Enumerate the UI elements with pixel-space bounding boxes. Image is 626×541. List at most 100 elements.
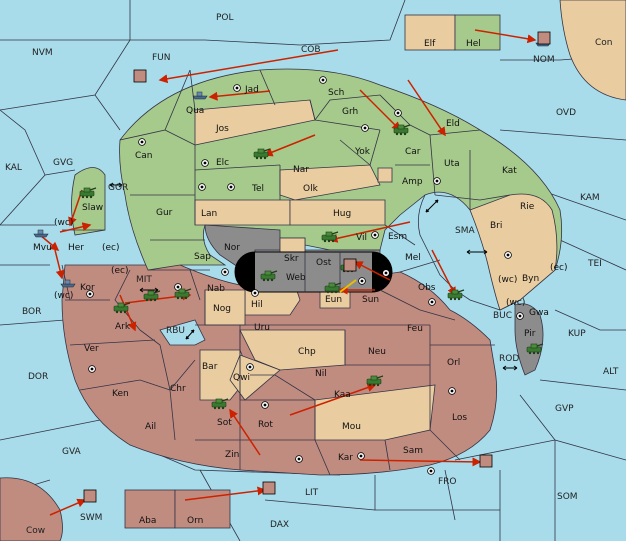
region-elf[interactable] [404,14,456,51]
land-label: Amp [402,177,423,187]
land-label: Hel [466,39,481,49]
land-label: Nog [213,304,231,314]
region-orn[interactable] [174,489,231,529]
land-label: Neu [368,347,386,357]
land-label: Kor [80,283,95,293]
sea-label: LIT [305,488,319,498]
land-label: Ail [145,422,156,432]
land-label: Bar [202,362,218,372]
sea-label: GVG [53,158,73,168]
land-label: Zin [225,450,239,460]
land-label: Ost [316,258,332,268]
land-label: Nil [315,369,327,379]
land-label: Jos [215,124,229,134]
land-label: Nar [293,165,309,175]
land-label: Kaa [334,390,351,400]
land-label: Mou [342,422,361,432]
land-label: Qua [186,106,204,116]
land-label: Sch [328,88,344,98]
land-label: Feu [407,324,423,334]
land-label: Tel [251,184,264,194]
sea-label: DAX [270,520,289,530]
sea-labels: POL NVM FUN COB NOM Con OVD KAL GVG GOR … [5,13,619,536]
land-label: Aba [139,516,156,526]
sea-label: SMA [455,226,475,236]
sea-label: KAL [5,163,22,173]
land-label: Orl [447,358,460,368]
land-label: Chr [170,384,186,394]
coast-label: (wc) [54,218,73,228]
sea-label: NVM [32,48,53,58]
land-label: Eld [446,119,460,129]
sea-label: ROD [499,354,519,364]
land-label: Elc [216,158,229,168]
sea-label: SWM [80,513,102,523]
region-pir[interactable] [514,303,544,376]
land-label: Byn [522,274,539,284]
land-label: Her [68,243,84,253]
land-label: Chp [298,347,316,357]
land-label: Bri [490,221,502,231]
sea-label: ALT [603,367,619,377]
lake-end-right [372,252,392,292]
land-label: Orn [187,516,203,526]
sea-label: FUN [152,53,171,63]
land-label: Uta [444,159,460,169]
land-label: Rot [258,420,273,430]
land-label: Qwi [233,373,250,383]
land-label: Skr [284,254,299,264]
land-label: Nab [207,284,225,294]
sea-label: NOM [533,55,555,65]
land-label: Jad [244,85,259,95]
land-label: Sap [194,252,211,262]
sea-label: RBU [166,326,185,336]
coast-label: (ec) [111,266,129,276]
sea-label: Cow [26,526,45,536]
canal-arrows [109,182,518,371]
land-label: Sun [362,295,379,305]
land-label: Gur [156,208,173,218]
sea-label: COB [301,45,321,55]
land-label: Esm [388,232,407,242]
land-label: Rie [520,202,535,212]
land-label: Ark [115,322,131,332]
lake-end-left [235,252,255,292]
sea-label: OVD [556,108,576,118]
land-label: Kat [502,166,517,176]
land-labels: Elf Hel Jad Qua Sch Jos Grh Can Eld Car … [33,39,549,526]
land-label: Los [452,413,467,423]
land-label: Obs [418,283,436,293]
coast-label: (wc) [506,298,525,308]
sea-label: BOR [22,307,41,317]
sea-rbu-inlet [159,319,206,346]
sea-label: FRO [438,477,457,487]
coast-label: (wc) [498,275,517,285]
land-label: Hil [251,300,263,310]
land-label: Ken [112,389,129,399]
land-label: Ver [84,344,99,354]
land-label: Web [286,273,306,283]
sea-label: GOR [108,183,128,193]
land-label: Gwa [529,308,549,318]
land-label: Elf [424,39,436,49]
land-label: Vil [356,233,367,243]
sea-label: DOR [28,372,48,382]
land-label: Eun [325,295,342,305]
land-label: Pir [524,329,536,339]
land-label: Lan [201,209,217,219]
sea-label: GVA [62,447,82,457]
land-label: Sam [403,446,423,456]
sea-label: KUP [568,329,586,339]
support-arrow [339,279,357,293]
region-aba[interactable] [124,489,176,529]
land-label: Olk [303,184,319,194]
land-boundaries [61,69,511,476]
land-label: Can [135,151,153,161]
land-label: Kar [338,453,353,463]
unit-boxes [83,31,551,503]
sea-label: MIT [136,275,152,285]
land-label: Car [405,147,421,157]
region-con[interactable] [559,0,626,101]
sea-label: SOM [557,492,578,502]
